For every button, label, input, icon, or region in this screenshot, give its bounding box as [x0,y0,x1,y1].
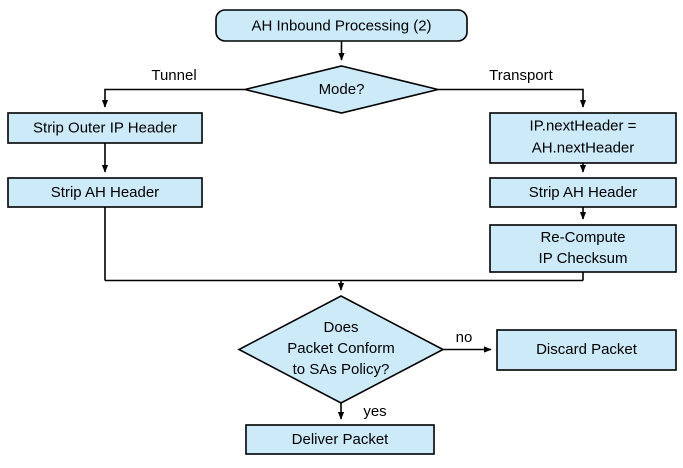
edge-label-tunnel: Tunnel [151,67,196,84]
node-strip-outer-ip-label: Strip Outer IP Header [33,119,177,136]
node-recompute-shape [489,224,677,273]
node-strip-ah-tunnel[interactable]: Strip AH Header [7,177,203,208]
node-mode[interactable]: Mode? [244,65,439,114]
node-discard[interactable]: Discard Packet [496,329,677,371]
node-deliver[interactable]: Deliver Packet [245,424,435,455]
node-start-label: AH Inbound Processing (2) [251,17,431,34]
node-strip-outer-ip[interactable]: Strip Outer IP Header [7,112,203,144]
node-mode-label: Mode? [319,81,365,98]
node-recompute-label-line1: Re-Compute [540,229,625,246]
node-deliver-shape [245,424,435,455]
node-next-header-shape [489,112,677,164]
node-recompute[interactable]: Re-Compute IP Checksum [489,224,677,273]
node-conform[interactable]: Does Packet Conform to SAs Policy? [237,295,445,404]
node-conform-label-line1: Does [323,319,358,336]
edge-label-yes: yes [363,403,386,420]
connector-mode-tunnel [101,88,245,108]
node-conform-label-line3: to SAs Policy? [293,361,390,378]
edge-label-no: no [456,329,473,346]
node-strip-outer-ip-shape [7,112,203,144]
node-start-shape [215,9,468,42]
node-recompute-label-line2: IP Checksum [539,250,628,267]
node-discard-label: Discard Packet [536,341,638,358]
node-strip-ah-transport-shape [489,177,677,208]
edge-label-transport: Transport [489,67,553,84]
node-strip-ah-transport[interactable]: Strip AH Header [489,177,677,208]
node-deliver-label: Deliver Packet [292,431,390,448]
node-conform-shape [237,295,445,404]
node-start[interactable]: AH Inbound Processing (2) [215,9,468,42]
connector-mode-transport [438,88,587,108]
node-strip-ah-transport-label: Strip AH Header [529,184,637,201]
node-conform-label-line2: Packet Conform [287,340,395,357]
node-next-header-label-line1: IP.nextHeader = [530,117,637,134]
node-discard-shape [496,329,677,371]
node-next-header[interactable]: IP.nextHeader = AH.nextHeader [489,112,677,164]
node-strip-ah-tunnel-shape [7,177,203,208]
node-strip-ah-tunnel-label: Strip AH Header [51,184,159,201]
node-next-header-label-line2: AH.nextHeader [532,139,635,156]
node-mode-shape [244,65,439,114]
